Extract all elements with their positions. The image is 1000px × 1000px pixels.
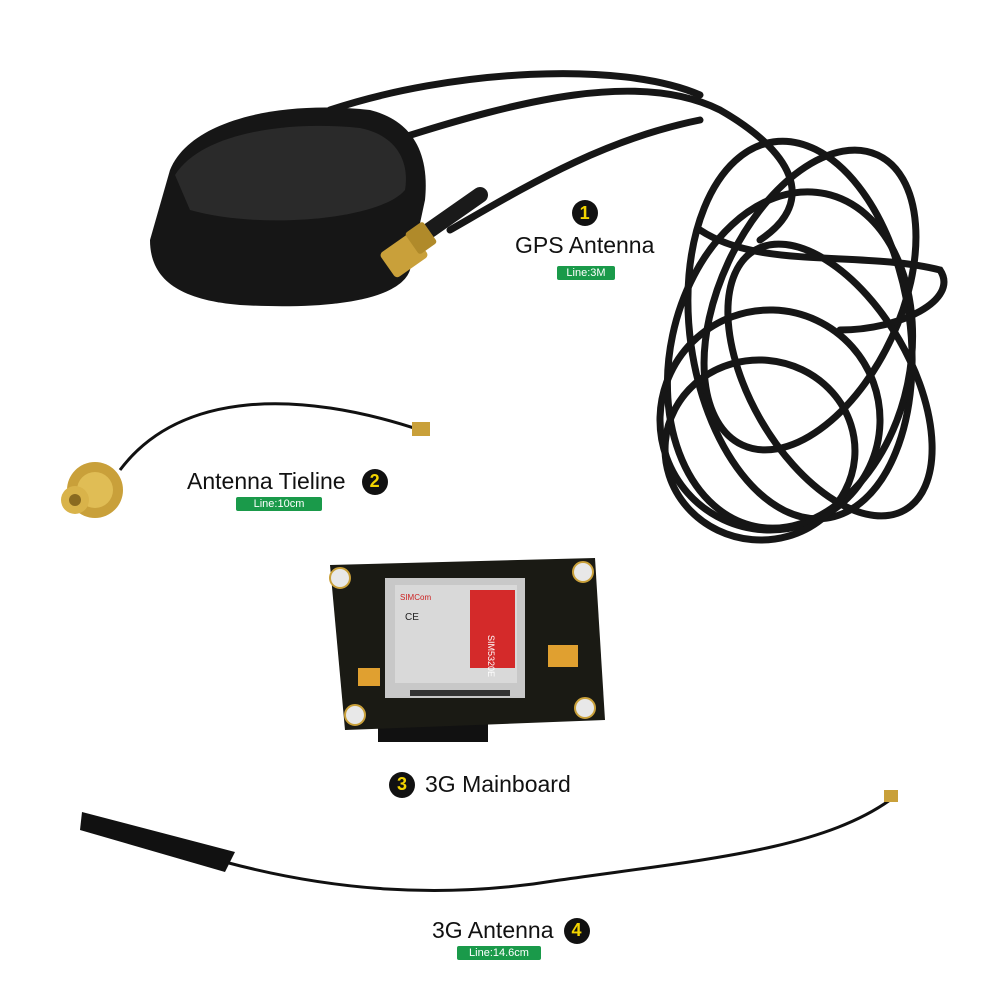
gps-line-length: Line:3M: [557, 266, 615, 280]
label-antenna-tieline: Antenna Tieline 2: [187, 468, 388, 495]
module-ce-text: CE: [405, 612, 419, 623]
module-model-text: SIM5320E: [486, 635, 496, 677]
gps-antenna-title: GPS Antenna: [515, 232, 655, 258]
module-brand-text: SIMCom: [400, 593, 431, 602]
3g-mainboard-title: 3G Mainboard: [425, 771, 571, 797]
number-badge-1: 1: [571, 200, 598, 226]
label-3g-mainboard: 3 3G Mainboard: [389, 771, 571, 798]
3g-antenna: [80, 790, 898, 892]
gps-sma-connector: [380, 187, 488, 278]
label-3g-antenna: 3G Antenna 4: [432, 917, 590, 944]
gps-cable-coil: [326, 70, 948, 544]
antenna-tieline-title: Antenna Tieline: [187, 468, 346, 494]
tieline-line-length: Line:10cm: [236, 497, 322, 511]
number-badge-3: 3: [389, 771, 415, 798]
number-badge-4: 4: [563, 917, 590, 944]
label-gps-antenna: 1 GPS Antenna: [515, 200, 654, 259]
gps-puck: [150, 107, 426, 307]
3g-antenna-line-length: Line:14.6cm: [457, 946, 541, 960]
mainboard: SIMCom CE SIM5320E: [329, 558, 605, 742]
number-badge-2: 2: [361, 468, 388, 495]
3g-antenna-title: 3G Antenna: [432, 917, 554, 943]
tieline-cable: [61, 402, 430, 518]
